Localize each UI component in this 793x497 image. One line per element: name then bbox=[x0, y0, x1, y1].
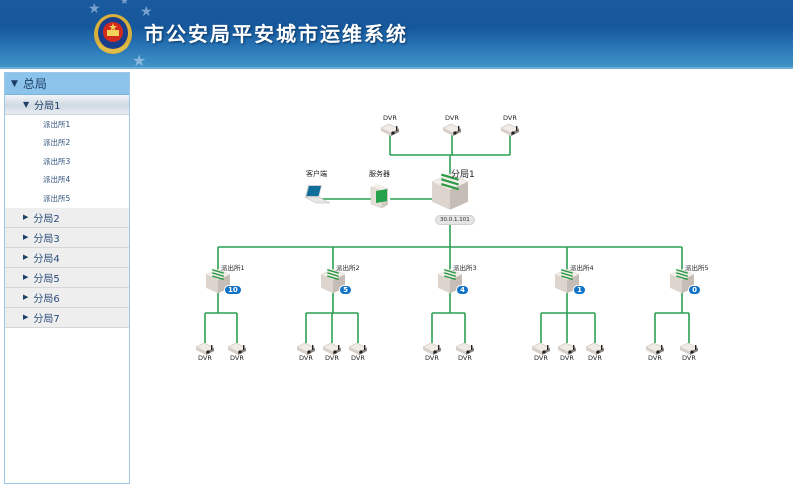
dvr-label: DVR bbox=[503, 114, 517, 122]
dvr-icon[interactable] bbox=[227, 342, 247, 355]
police-emblem-icon bbox=[94, 14, 132, 54]
star-decoration: ★ bbox=[132, 51, 147, 69]
camera-count-badge: 1 bbox=[573, 285, 586, 295]
station-label: 派出所1 bbox=[221, 264, 245, 272]
dvr-icon[interactable] bbox=[557, 342, 577, 355]
tree-branch-label: 分局7 bbox=[33, 313, 60, 325]
station-label: 派出所3 bbox=[453, 264, 477, 272]
tree-branch-item[interactable]: ▶ 分局3 bbox=[5, 227, 129, 248]
station-label: 派出所4 bbox=[570, 264, 594, 272]
dvr-label: DVR bbox=[534, 354, 548, 362]
core-ip-badge: 30.0.1.101 bbox=[435, 215, 475, 225]
camera-count-badge: 10 bbox=[224, 285, 242, 295]
dvr-label: DVR bbox=[425, 354, 439, 362]
sidebar-tree: ▼ 总局 ▼ 分局1 派出所1 派出所2 派出所3 派出所4 派出所5 ▶ 分局… bbox=[4, 72, 130, 484]
tree-root-label: 总局 bbox=[22, 77, 47, 91]
dvr-label: DVR bbox=[383, 114, 397, 122]
caret-right-icon: ▶ bbox=[23, 273, 29, 281]
app-header: ★ ★ ★ ★ 市公安局平安城市运维系统 bbox=[0, 0, 793, 69]
dvr-label: DVR bbox=[325, 354, 339, 362]
caret-right-icon: ▶ bbox=[23, 253, 29, 261]
dvr-label: DVR bbox=[299, 354, 313, 362]
dvr-icon[interactable] bbox=[442, 123, 462, 136]
caret-down-icon: ▼ bbox=[23, 100, 30, 109]
camera-count-badge: 0 bbox=[688, 285, 701, 295]
tree-branch-label: 分局5 bbox=[33, 273, 60, 285]
tree-station-item[interactable]: 派出所1 bbox=[43, 119, 71, 129]
dvr-label: DVR bbox=[351, 354, 365, 362]
tree-station-item[interactable]: 派出所5 bbox=[43, 193, 71, 203]
dvr-label: DVR bbox=[458, 354, 472, 362]
dvr-icon[interactable] bbox=[322, 342, 342, 355]
dvr-label: DVR bbox=[648, 354, 662, 362]
tree-station-item[interactable]: 派出所4 bbox=[43, 175, 71, 185]
tree-branch-label: 分局6 bbox=[33, 293, 60, 305]
app-title: 市公安局平安城市运维系统 bbox=[144, 22, 408, 46]
station-label: 派出所5 bbox=[685, 264, 709, 272]
tree-branch-label: 分局2 bbox=[33, 213, 60, 225]
caret-right-icon: ▶ bbox=[23, 293, 29, 301]
dvr-icon[interactable] bbox=[645, 342, 665, 355]
core-switch-label: 分局1 bbox=[451, 170, 475, 180]
dvr-icon[interactable] bbox=[531, 342, 551, 355]
dvr-label: DVR bbox=[588, 354, 602, 362]
tree-branch-item[interactable]: ▼ 分局1 bbox=[5, 95, 129, 115]
dvr-icon[interactable] bbox=[585, 342, 605, 355]
station-switch-icon[interactable] bbox=[669, 268, 695, 294]
dvr-icon[interactable] bbox=[348, 342, 368, 355]
caret-down-icon: ▼ bbox=[11, 78, 18, 89]
dvr-label: DVR bbox=[560, 354, 574, 362]
tree-branch-item[interactable]: ▶ 分局7 bbox=[5, 307, 129, 328]
tree-station-item[interactable]: 派出所2 bbox=[43, 138, 71, 148]
dvr-icon[interactable] bbox=[500, 123, 520, 136]
tree-branch-label: 分局3 bbox=[33, 233, 60, 245]
dvr-icon[interactable] bbox=[455, 342, 475, 355]
server-icon[interactable] bbox=[370, 184, 388, 209]
station-switch-icon[interactable] bbox=[320, 268, 346, 294]
station-label: 派出所2 bbox=[336, 264, 360, 272]
camera-count-badge: 5 bbox=[339, 285, 352, 295]
caret-right-icon: ▶ bbox=[23, 213, 29, 221]
client-laptop-icon[interactable] bbox=[304, 185, 331, 204]
tree-branch-label: 分局1 bbox=[34, 101, 61, 112]
dvr-icon[interactable] bbox=[422, 342, 442, 355]
star-decoration: ★ bbox=[88, 1, 101, 17]
camera-count-badge: 4 bbox=[456, 285, 469, 295]
client-label: 客户端 bbox=[306, 170, 327, 178]
tree-branch-item[interactable]: ▶ 分局5 bbox=[5, 267, 129, 288]
tree-branch-label: 分局4 bbox=[33, 253, 60, 265]
tree-root-item[interactable]: ▼ 总局 bbox=[5, 73, 129, 95]
dvr-icon[interactable] bbox=[679, 342, 699, 355]
tree-branch-item[interactable]: ▶ 分局4 bbox=[5, 247, 129, 268]
dvr-icon[interactable] bbox=[195, 342, 215, 355]
tree-branch-item[interactable]: ▶ 分局2 bbox=[5, 207, 129, 228]
dvr-icon[interactable] bbox=[296, 342, 316, 355]
server-label: 服务器 bbox=[369, 170, 390, 178]
caret-right-icon: ▶ bbox=[23, 313, 29, 321]
dvr-label: DVR bbox=[198, 354, 212, 362]
star-decoration: ★ bbox=[140, 4, 153, 20]
dvr-label: DVR bbox=[230, 354, 244, 362]
dvr-label: DVR bbox=[445, 114, 459, 122]
tree-station-item[interactable]: 派出所3 bbox=[43, 156, 71, 166]
topology-links bbox=[195, 123, 699, 355]
core-switch-icon[interactable] bbox=[431, 173, 469, 210]
caret-right-icon: ▶ bbox=[23, 233, 29, 241]
dvr-icon[interactable] bbox=[380, 123, 400, 136]
tree-branch-item[interactable]: ▶ 分局6 bbox=[5, 287, 129, 308]
dvr-label: DVR bbox=[682, 354, 696, 362]
star-decoration: ★ bbox=[120, 0, 129, 7]
